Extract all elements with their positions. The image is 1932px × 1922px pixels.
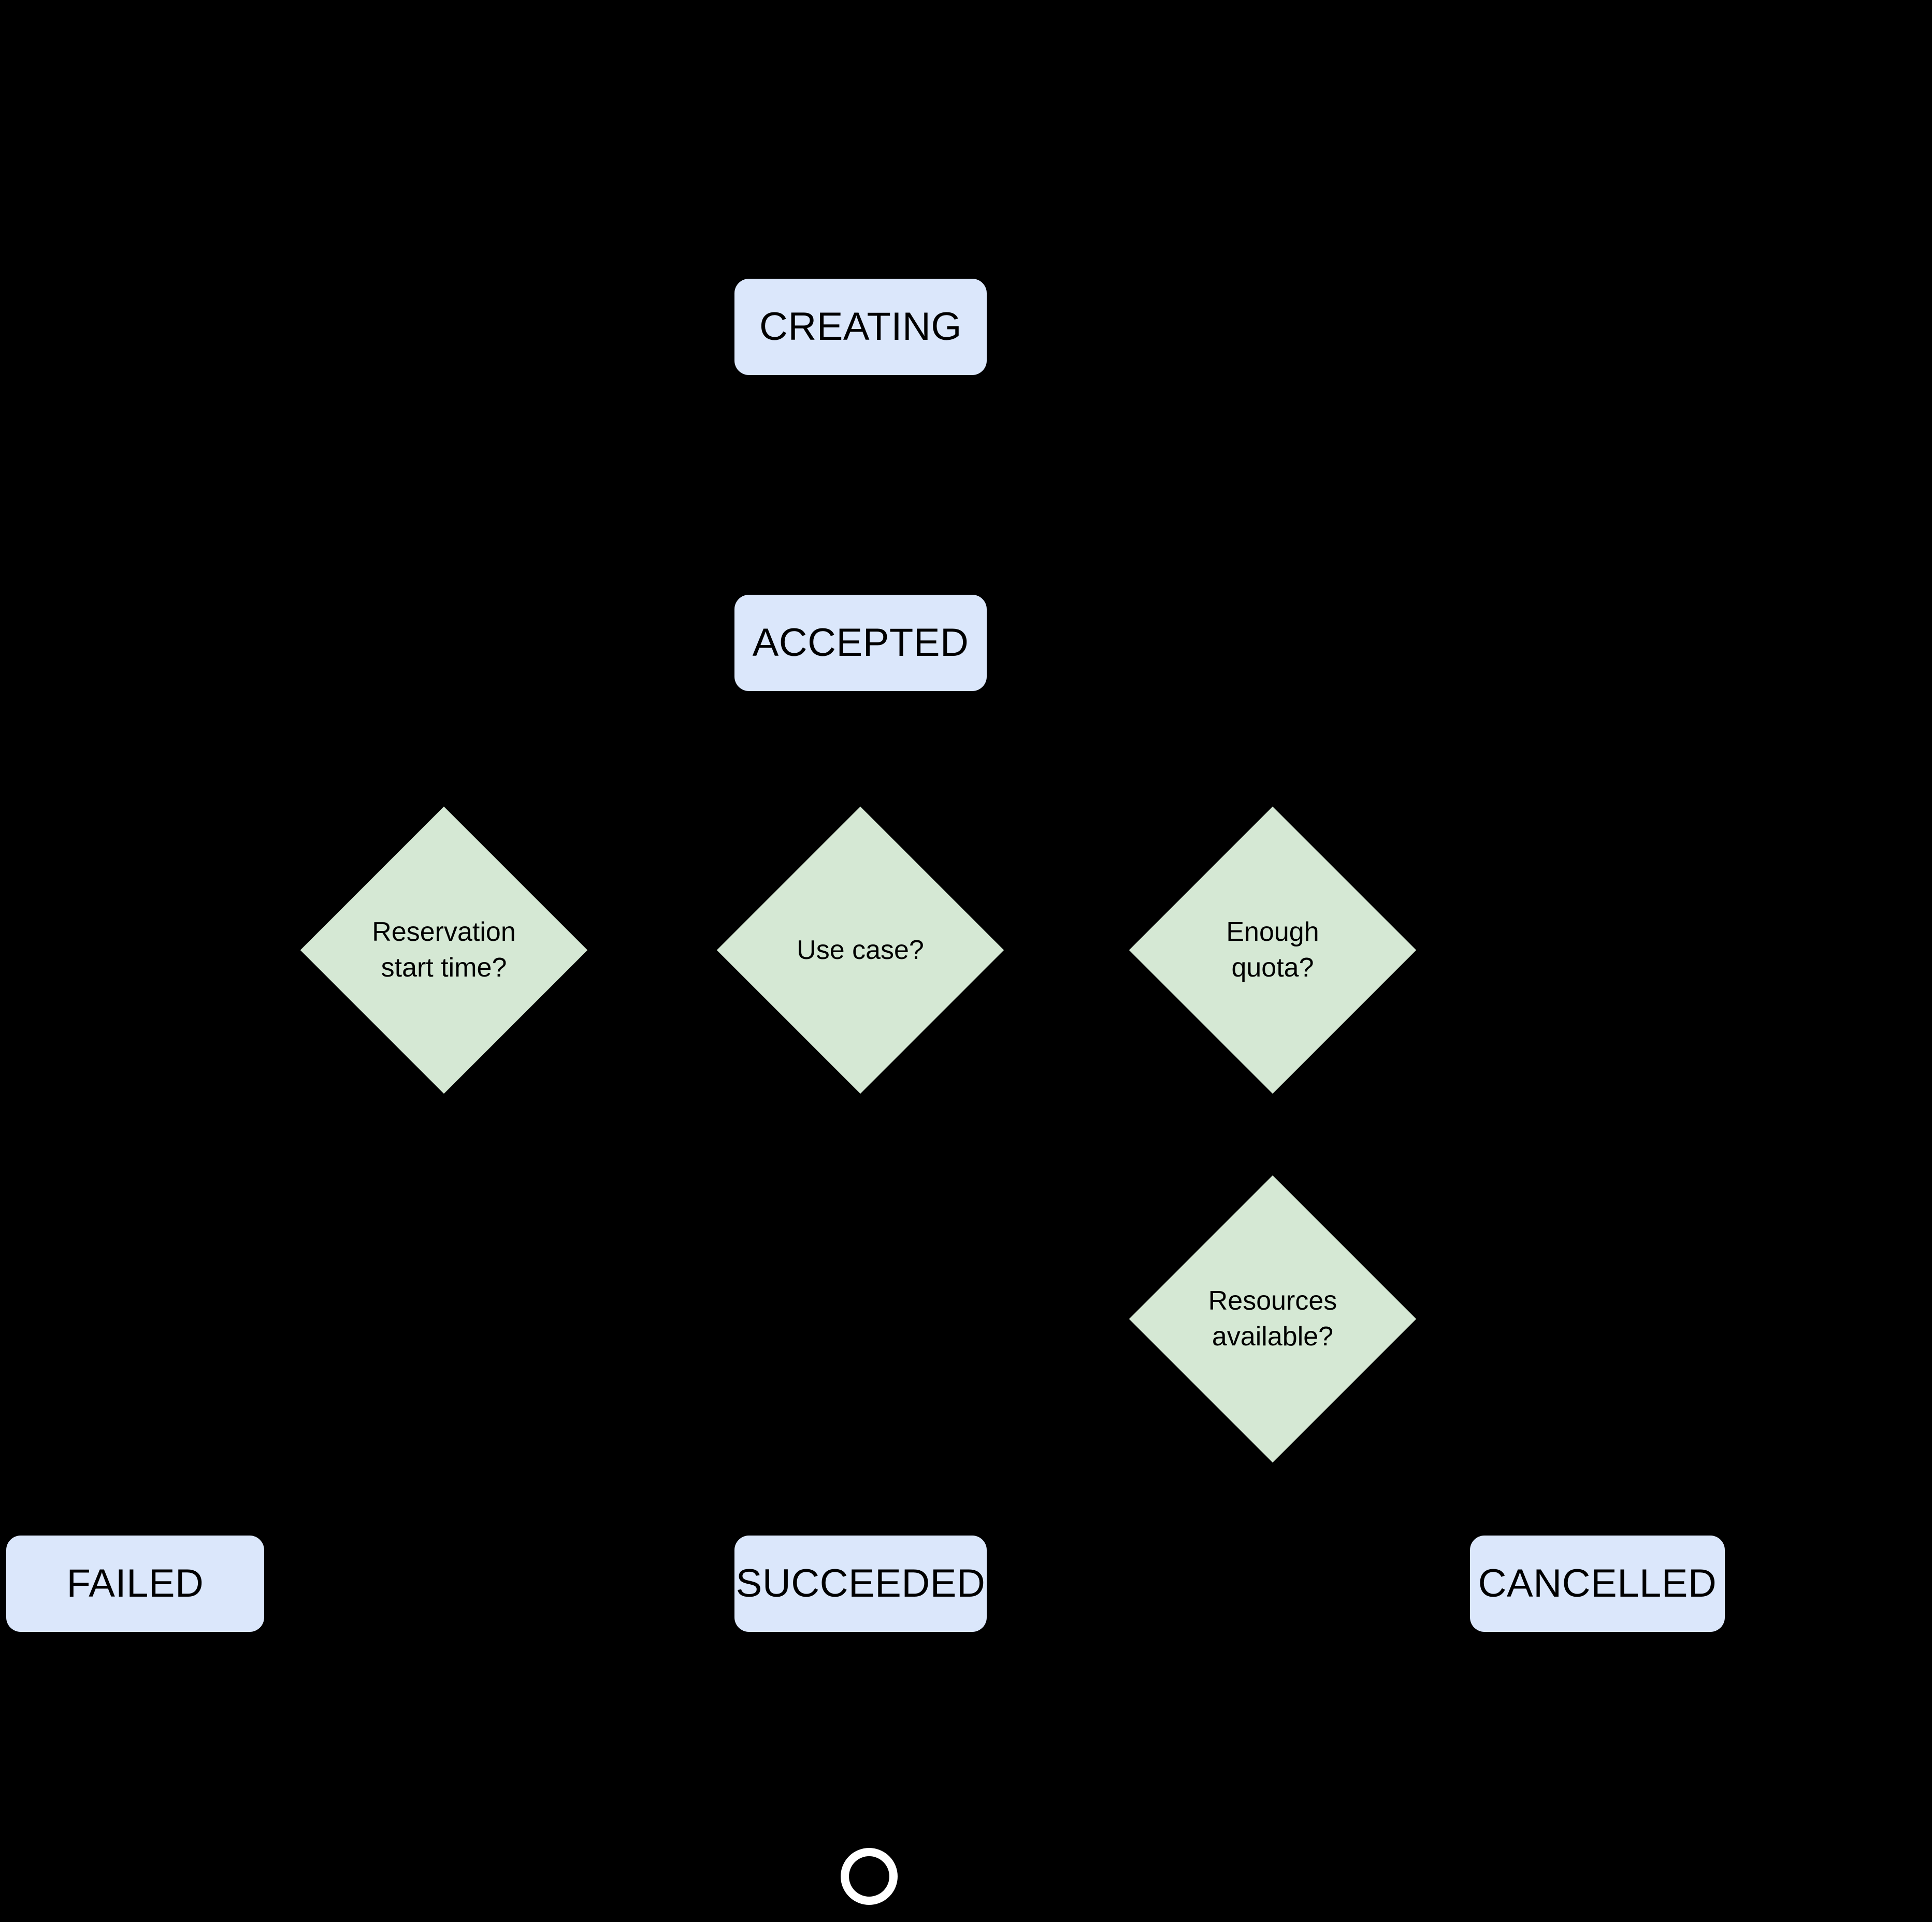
decision-enough-quota[interactable]: Enough quota? [1129,806,1417,1094]
decision-label-enough-quota: Enough quota? [1226,917,1319,983]
state-label-cancelled: CANCELLED [1478,1561,1717,1605]
state-label-failed: FAILED [66,1561,204,1605]
end-terminal-ring-icon[interactable] [841,1848,898,1905]
state-box-creating[interactable]: CREATING [734,279,987,375]
state-box-cancelled[interactable]: CANCELLED [1470,1536,1725,1632]
state-box-succeeded[interactable]: SUCCEEDED [734,1536,987,1632]
state-label-succeeded: SUCCEEDED [736,1561,986,1605]
decision-label-reservation-start-time: Reservation start time? [372,917,516,983]
state-label-accepted: ACCEPTED [752,621,969,665]
decision-label-use-case: Use case? [797,935,924,965]
state-box-failed[interactable]: FAILED [6,1536,264,1632]
state-label-creating: CREATING [759,305,962,349]
state-box-accepted[interactable]: ACCEPTED [734,595,987,691]
decision-use-case[interactable]: Use case? [716,806,1004,1094]
decision-reservation-start-time[interactable]: Reservation start time? [300,806,588,1094]
decision-label-resources-available: Resources available? [1208,1286,1337,1352]
decision-resources-available[interactable]: Resources available? [1129,1175,1417,1463]
